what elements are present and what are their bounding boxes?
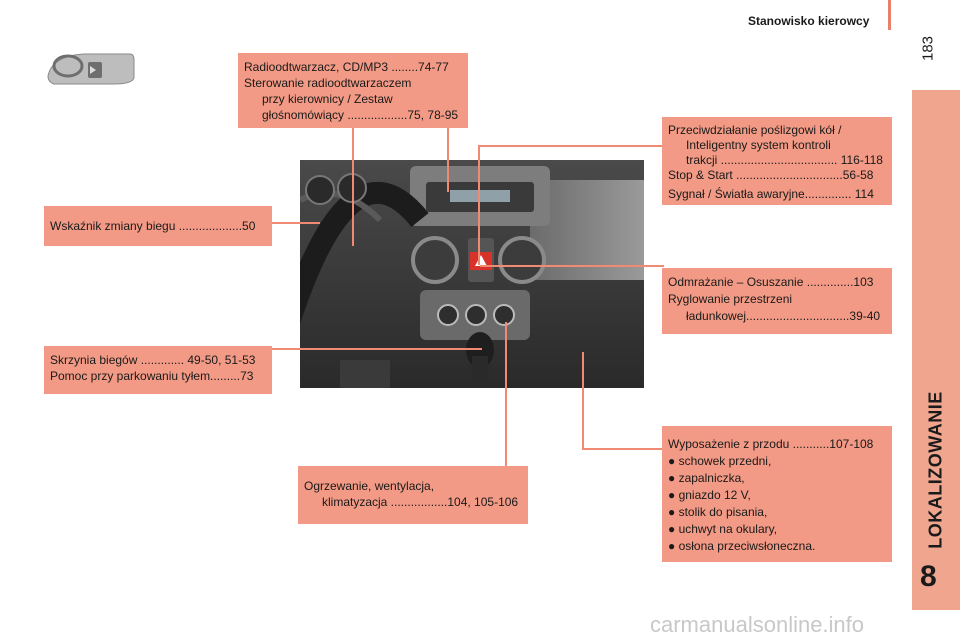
dashboard-location-icon (44, 48, 136, 90)
page-section-title: Stanowisko kierowcy (748, 14, 870, 28)
list-item: ● osłona przeciwsłoneczna. (668, 539, 816, 553)
list-item: ● uchwyt na okulary, (668, 522, 778, 536)
callout-line: trakcji ................................… (686, 153, 883, 167)
list-item: ● stolik do pisania, (668, 505, 768, 519)
header-rule (888, 0, 891, 30)
callout-demist: Odmrażanie – Osuszanie ..............103… (662, 268, 892, 334)
leader-equipment-v (582, 352, 584, 450)
callout-line: Inteligentny system kontroli (686, 138, 831, 152)
callout-line: Skrzynia biegów ............. 49-50, 51-… (50, 353, 256, 367)
list-item: ● zapalniczka, (668, 471, 745, 485)
list-item: ● gniazdo 12 V, (668, 488, 751, 502)
chapter-label: LOKALIZOWANIE (925, 391, 946, 549)
callout-radio: Radioodtwarzacz, CD/MP3 ........74-77 St… (238, 53, 468, 128)
callout-line: Stop & Start ...........................… (668, 168, 874, 182)
callout-line: przy kierownicy / Zestaw (262, 92, 393, 106)
callout-equipment: Wyposażenie z przodu ...........107-108 … (662, 426, 892, 562)
leader-gearbox (272, 348, 482, 350)
callout-line: Sygnał / Światła awaryjne.............. … (668, 187, 874, 201)
callout-line: Odmrażanie – Osuszanie ..............103 (668, 275, 874, 289)
callout-line: Przeciwdziałanie poślizgowi kół / (668, 123, 842, 137)
callout-heating: Ogrzewanie, wentylacja, klimatyzacja ...… (298, 466, 528, 524)
callout-line: Radioodtwarzacz, CD/MP3 ........74-77 (244, 60, 449, 74)
callout-line: Wskaźnik zmiany biegu ..................… (50, 219, 256, 233)
callout-line: Ryglowanie przestrzeni (668, 292, 793, 306)
leader-asr-v (478, 145, 480, 265)
leader-demist (480, 265, 664, 267)
leader-asr-h (478, 145, 664, 147)
dashboard-photo (300, 160, 644, 388)
page-number: 183 (919, 35, 937, 62)
watermark: carmanualsonline.info (650, 612, 865, 637)
callout-line: Wyposażenie z przodu ...........107-108 (668, 437, 874, 451)
leader-heating (505, 322, 507, 466)
callout-gearbox: Skrzynia biegów ............. 49-50, 51-… (44, 346, 272, 394)
leader-radio-2 (447, 128, 449, 192)
leader-equipment-h (582, 448, 664, 450)
callout-line: klimatyzacja .................104, 105-1… (322, 495, 519, 509)
callout-line: Sterowanie radioodtwarzaczem (244, 76, 412, 90)
leader-radio-1 (352, 128, 354, 246)
callout-gear-indicator: Wskaźnik zmiany biegu ..................… (44, 206, 272, 246)
chapter-tab (912, 90, 960, 610)
callout-line: ładunkowej..............................… (686, 309, 881, 323)
callout-line: Pomoc przy parkowaniu tyłem.........73 (50, 369, 254, 383)
callout-asr: Przeciwdziałanie poślizgowi kół / Inteli… (662, 117, 892, 205)
callout-line: głośnomówiący ..................75, 78-9… (262, 108, 459, 122)
list-item: ● schowek przedni, (668, 454, 772, 468)
chapter-number: 8 (920, 560, 937, 593)
callout-line: Ogrzewanie, wentylacja, (304, 479, 435, 493)
leader-gear-indicator (272, 222, 320, 224)
